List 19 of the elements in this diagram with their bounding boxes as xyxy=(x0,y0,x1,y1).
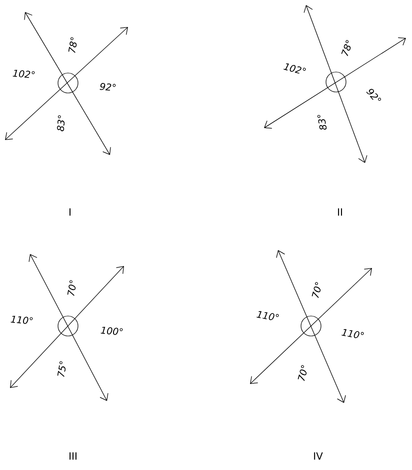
figure-label: IV xyxy=(314,452,323,460)
angle-label: 75° xyxy=(57,361,66,378)
angle-label: 102° xyxy=(284,63,306,74)
figure-label: II xyxy=(338,208,342,216)
angle-label: 83° xyxy=(317,114,327,130)
angle-label: 92° xyxy=(366,88,381,101)
angle-label: 102° xyxy=(12,70,35,78)
angle-label: 110° xyxy=(342,329,364,338)
angle-label: 78° xyxy=(341,40,351,56)
angle-label: 78° xyxy=(68,37,77,54)
angle-label: 110° xyxy=(256,311,279,320)
figure-label: III xyxy=(70,452,76,460)
angle-label: 100° xyxy=(100,326,123,335)
angle-label: 110° xyxy=(10,316,33,324)
angle-label: 83° xyxy=(56,115,65,132)
angle-label: 92° xyxy=(100,82,116,91)
angle-label: 70° xyxy=(67,280,76,296)
angle-label: 70° xyxy=(298,365,307,382)
angle-label: 70° xyxy=(312,282,321,298)
